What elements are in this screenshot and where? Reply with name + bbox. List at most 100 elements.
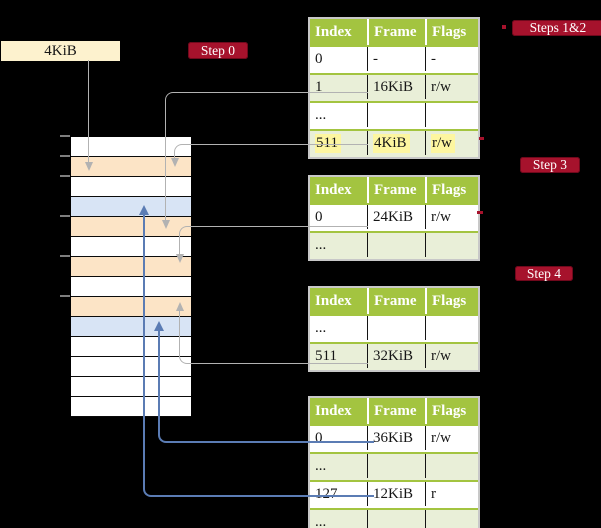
arrow-line-blue: [158, 331, 374, 443]
table-row: ...: [310, 508, 478, 528]
address-tick: [60, 295, 70, 297]
memory-cell-0: [71, 137, 191, 157]
column-header-text: Flags: [432, 403, 467, 419]
table-cell: -: [425, 47, 478, 71]
table-cell: [425, 316, 478, 340]
column-header-flags: Flags: [425, 398, 478, 424]
column-header-index: Index: [310, 398, 367, 424]
arrowhead-down: [84, 162, 93, 171]
table-row: 511 4KiB r/w: [310, 129, 478, 157]
column-header-frame: Frame: [367, 177, 425, 203]
table-cell: 511: [310, 131, 367, 155]
badge-step-0: Step 0: [188, 42, 248, 59]
table-cell-text: -: [373, 51, 378, 67]
column-header-index: Index: [310, 288, 367, 314]
table-cell: r/w: [425, 426, 478, 450]
table-cell-text: r/w: [431, 79, 451, 95]
table-row: ...: [310, 231, 478, 259]
table-cell: 16KiB: [367, 75, 425, 99]
table-cell-text: r/w: [431, 134, 455, 153]
address-tick: [60, 215, 70, 217]
memory-cell-2: [71, 177, 191, 197]
memory-cell-12: [71, 377, 191, 397]
table-cell: r: [425, 482, 478, 506]
arrow-line-gray: [179, 226, 368, 255]
table-cell: [367, 103, 425, 127]
badge-step-3: Step 3: [520, 157, 580, 173]
table-cell-text: r/w: [431, 209, 451, 225]
frame-size-label: 4KiB: [1, 41, 120, 61]
table-cell: 0: [310, 426, 367, 450]
table-row: 511 32KiB r/w: [310, 342, 478, 370]
column-header-index: Index: [310, 177, 367, 203]
table-cell-text: 511: [315, 134, 341, 153]
arrow-line-gray: [88, 60, 89, 162]
table-header-row: Index Frame Flags: [310, 19, 478, 45]
table-header-row: Index Frame Flags: [310, 177, 478, 203]
table-row: ...: [310, 452, 478, 480]
arrowhead-up: [175, 302, 184, 311]
table-cell-text: 0: [315, 51, 323, 67]
badge-step-3-label: Step 3: [532, 157, 568, 172]
memory-cell-1: [71, 157, 191, 177]
page-table-2: Index Frame Flags 0 24KiB r/w...: [308, 175, 480, 261]
badge-steps-1-2-label: Steps 1&2: [529, 20, 587, 35]
column-header-text: Index: [315, 182, 352, 198]
table-cell: [425, 233, 478, 257]
table-cell: [425, 454, 478, 478]
table-cell: 0: [310, 205, 367, 229]
table-cell: [367, 233, 425, 257]
column-header-text: Frame: [374, 182, 417, 198]
table-cell: 12KiB: [367, 482, 425, 506]
memory-cell-3: [71, 197, 191, 217]
badge-steps-1-2: Steps 1&2: [512, 20, 601, 36]
address-tick: [60, 155, 70, 157]
physical-memory-column: [70, 136, 192, 418]
address-tick: [60, 135, 70, 137]
table-cell-text: ...: [315, 514, 327, 528]
table-cell-text: -: [431, 51, 436, 67]
table-cell-text: 4KiB: [373, 134, 410, 153]
column-header-text: Index: [315, 293, 352, 309]
column-header-text: Flags: [432, 293, 467, 309]
table-cell-text: 24KiB: [373, 209, 414, 225]
table-row: 127 12KiB r: [310, 480, 478, 508]
table-cell-text: 32KiB: [373, 348, 414, 364]
table-cell: 127: [310, 482, 367, 506]
column-header-flags: Flags: [425, 288, 478, 314]
table-row: ...: [310, 314, 478, 342]
table-row: 0 - -: [310, 45, 478, 73]
memory-cell-10: [71, 337, 191, 357]
memory-cell-5: [71, 237, 191, 257]
table-cell-text: r/w: [431, 430, 451, 446]
column-header-text: Flags: [432, 24, 467, 40]
frame-size-text: 4KiB: [44, 43, 77, 59]
table-cell-text: 12KiB: [373, 486, 414, 502]
column-header-frame: Frame: [367, 19, 425, 45]
address-tick: [60, 175, 70, 177]
table-cell: ...: [310, 510, 367, 528]
table-cell: 1: [310, 75, 367, 99]
table-cell-text: r: [431, 486, 436, 502]
column-header-text: Index: [315, 24, 352, 40]
table-cell-text: 127: [315, 486, 338, 502]
table-cell-text: ...: [315, 320, 327, 336]
table-cell: r/w: [425, 205, 478, 229]
table-cell-text: 511: [315, 348, 337, 364]
column-header-flags: Flags: [425, 19, 478, 45]
arrowhead-down: [175, 254, 184, 263]
table-cell-text: ...: [315, 107, 327, 123]
memory-cell-13: [71, 397, 191, 417]
table-cell: ...: [310, 233, 367, 257]
table-cell: 0: [310, 47, 367, 71]
table-cell-text: r/w: [431, 348, 451, 364]
arrow-line-gray: [165, 92, 368, 221]
table-cell: ...: [310, 454, 367, 478]
table-cell: [367, 510, 425, 528]
table-cell: [425, 510, 478, 528]
column-header-flags: Flags: [425, 177, 478, 203]
column-header-index: Index: [310, 19, 367, 45]
badge-step-4: Step 4: [515, 266, 573, 281]
